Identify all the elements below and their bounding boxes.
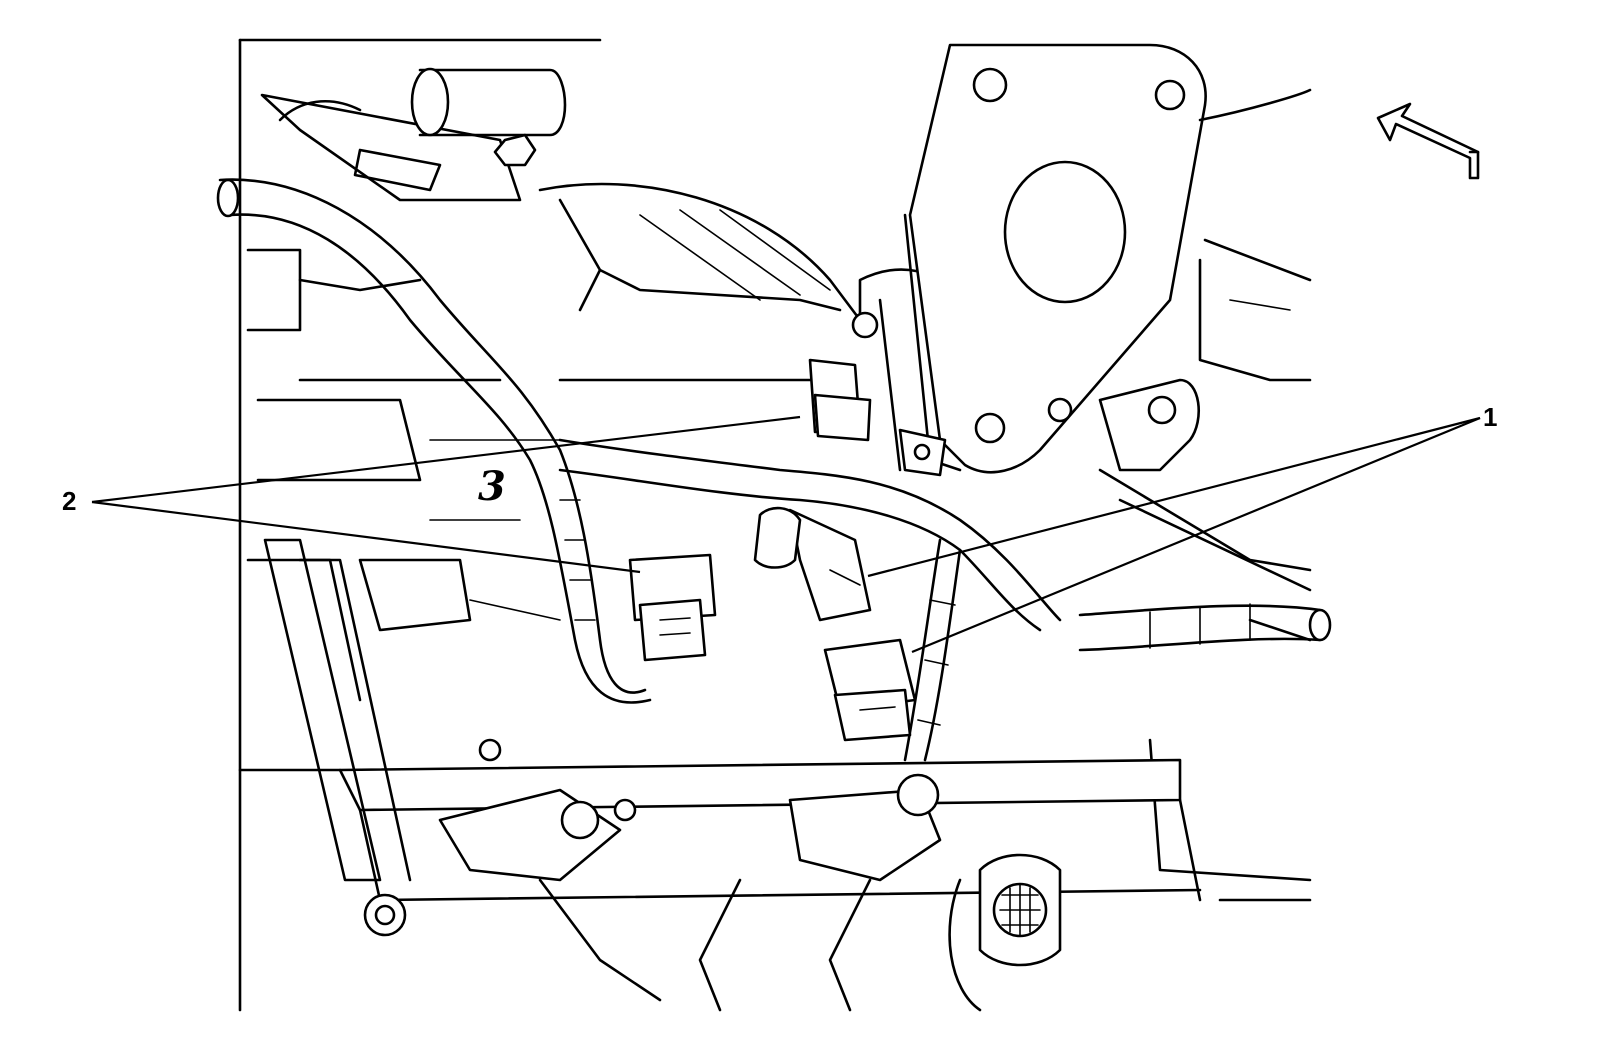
- callout-1: 1: [1483, 402, 1498, 432]
- lower-rail: [338, 758, 1202, 1012]
- connector-2-lower: [628, 553, 717, 662]
- mounting-flange: [878, 43, 1207, 474]
- sensor: [753, 428, 947, 569]
- callout-leaders: [91, 415, 1481, 654]
- wiring-harness: [216, 178, 1332, 762]
- left-bracket: [263, 538, 472, 937]
- connector-2-upper: [808, 358, 872, 442]
- intake-tube: [410, 67, 962, 322]
- mesh-plug: [948, 853, 1062, 1012]
- bolts: [478, 133, 879, 762]
- engine-housing: [238, 38, 832, 1012]
- connector-1-lower: [823, 638, 917, 742]
- callout-2: 2: [62, 486, 77, 516]
- connector-1-upper: [788, 508, 872, 622]
- direction-arrow-icon: [1376, 102, 1480, 180]
- casting-mark: 3: [478, 463, 506, 510]
